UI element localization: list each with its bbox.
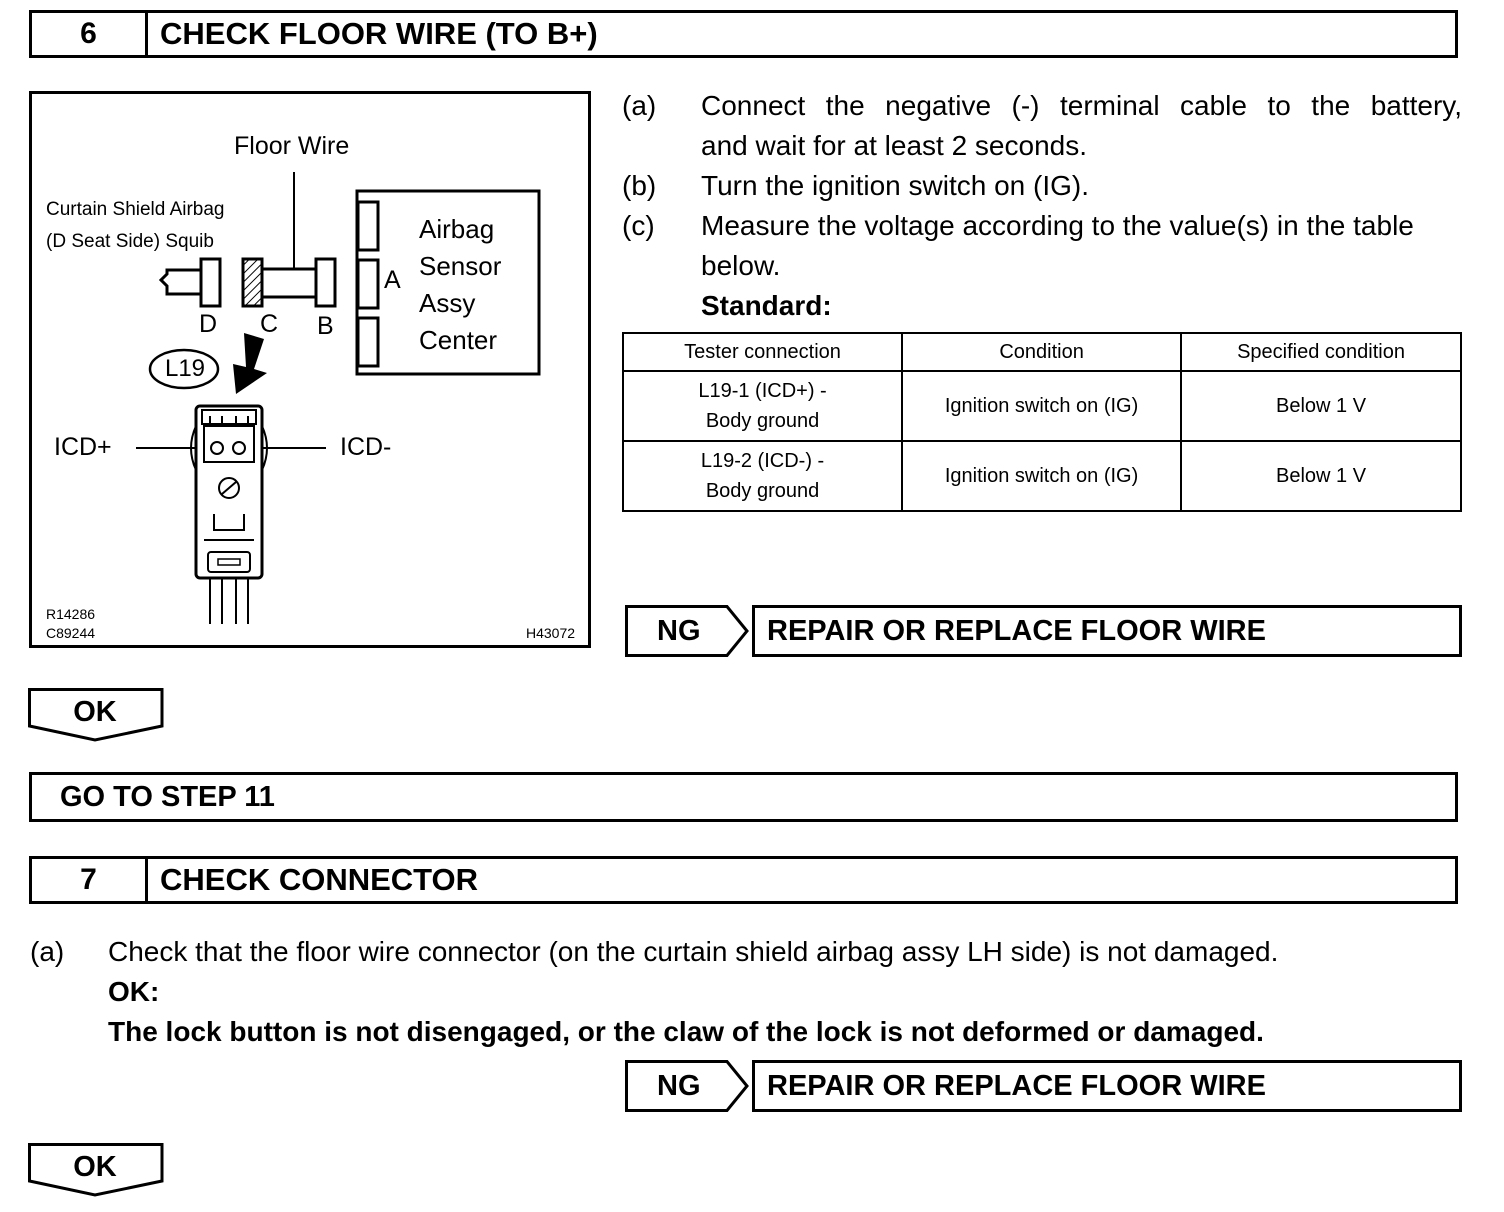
connection-line2: Body ground [705,480,820,502]
table-cell-condition: Ignition switch on (IG) [901,440,1183,512]
ok-result-2: OK [28,1143,168,1199]
instruction-a-line1: Connect the negative (-) terminal cable … [701,90,1462,121]
floor-wire-label: Floor Wire [234,132,350,160]
instruction-a-letter: (a) [622,90,657,121]
connector-b-label: B [317,312,334,340]
connector-id-label: L19 [164,355,206,382]
figure-code-2: C89244 [46,625,96,641]
standard-label: Standard: [701,290,832,321]
instruction-b-letter: (b) [622,170,657,201]
sensor-label-line1: Airbag [419,214,495,244]
table-cell-specified: Below 1 V [1180,440,1462,512]
table-cell-condition: Ignition switch on (IG) [901,370,1183,442]
table-header: Condition [901,332,1183,372]
figure-code-1: R14286 [46,606,96,622]
step-title: CHECK CONNECTOR [160,862,479,897]
ok-label: OK [73,696,117,728]
ok-tag-shape [28,688,164,742]
step-7-ok-text: The lock button is not disengaged, or th… [108,1016,1264,1047]
sensor-label-line3: Assy [419,288,476,318]
step-7-ok-label: OK: [108,976,160,1007]
ng-label: NG [657,1070,701,1102]
table-cell-connection: L19-2 (ICD-) - Body ground [621,440,904,512]
table-cell-connection: L19-1 (ICD+) - Body ground [621,370,904,442]
figure-code-3: H43072 [526,625,576,641]
table-header-row: Tester connection Condition Specified co… [621,332,1462,372]
icd-plus-label: ICD+ [54,433,112,461]
instruction-c-line1: Measure the voltage according to the val… [701,210,1414,241]
step-6-header: 6 CHECK FLOOR WIRE (TO B+) [29,10,1458,58]
ng-result-2: NG REPAIR OR REPLACE FLOOR WIRE [625,1060,1462,1112]
connector-c-label: C [260,310,279,338]
connection-line2: Body ground [705,410,820,432]
table-header: Specified condition [1180,332,1462,372]
ok-label: OK [73,1151,117,1183]
step-7-text: Check that the floor wire connector (on … [108,936,1279,967]
sensor-label-line2: Sensor [419,251,502,281]
step-7-header: 7 CHECK CONNECTOR [29,856,1458,904]
table-row: L19-1 (ICD+) - Body ground Ignition swit… [621,370,1462,442]
connection-line1: L19-2 (ICD-) - [700,450,825,472]
ng-action: REPAIR OR REPLACE FLOOR WIRE [752,605,1462,657]
ok-tag-shape [28,1143,164,1197]
ng-arrow-shape [625,605,749,657]
ng-action: REPAIR OR REPLACE FLOOR WIRE [752,1060,1462,1112]
step-number: 6 [32,13,148,55]
spec-table: Tester connection Condition Specified co… [621,332,1462,512]
instruction-c-line2: below. [701,250,781,281]
ng-arrow-shape [625,1060,749,1112]
instruction-list: (a) Connect the negative (-) terminal ca… [622,86,1462,326]
squib-label-line2: (D Seat Side) Squib [46,231,214,252]
table-header: Tester connection [621,332,904,372]
table-row: L19-2 (ICD-) - Body ground Ignition swit… [621,440,1462,512]
connector-a-label: A [384,266,401,294]
goto-step-box: GO TO STEP 11 [29,772,1458,822]
instruction-b-line1: Turn the ignition switch on (IG). [701,170,1090,201]
wiring-diagram-drawing [136,172,541,624]
ng-label: NG [657,615,701,647]
step-number: 7 [32,859,148,901]
wiring-figure: Floor Wire Curtain Shield Airbag (D Seat… [29,91,591,648]
step-7-letter: (a) [30,936,65,967]
ng-result-1: NG REPAIR OR REPLACE FLOOR WIRE [625,605,1462,657]
icd-minus-label: ICD- [340,433,392,461]
ok-result-1: OK [28,688,168,744]
sensor-label-line4: Center [419,325,498,355]
connection-line1: L19-1 (ICD+) - [698,380,827,402]
table-cell-specified: Below 1 V [1180,370,1462,442]
squib-label-line1: Curtain Shield Airbag [46,199,225,220]
connector-d-label: D [199,310,218,338]
instruction-a-line2: and wait for at least 2 seconds. [701,130,1087,161]
step-title: CHECK FLOOR WIRE (TO B+) [160,16,598,51]
instruction-c-letter: (c) [622,210,655,241]
